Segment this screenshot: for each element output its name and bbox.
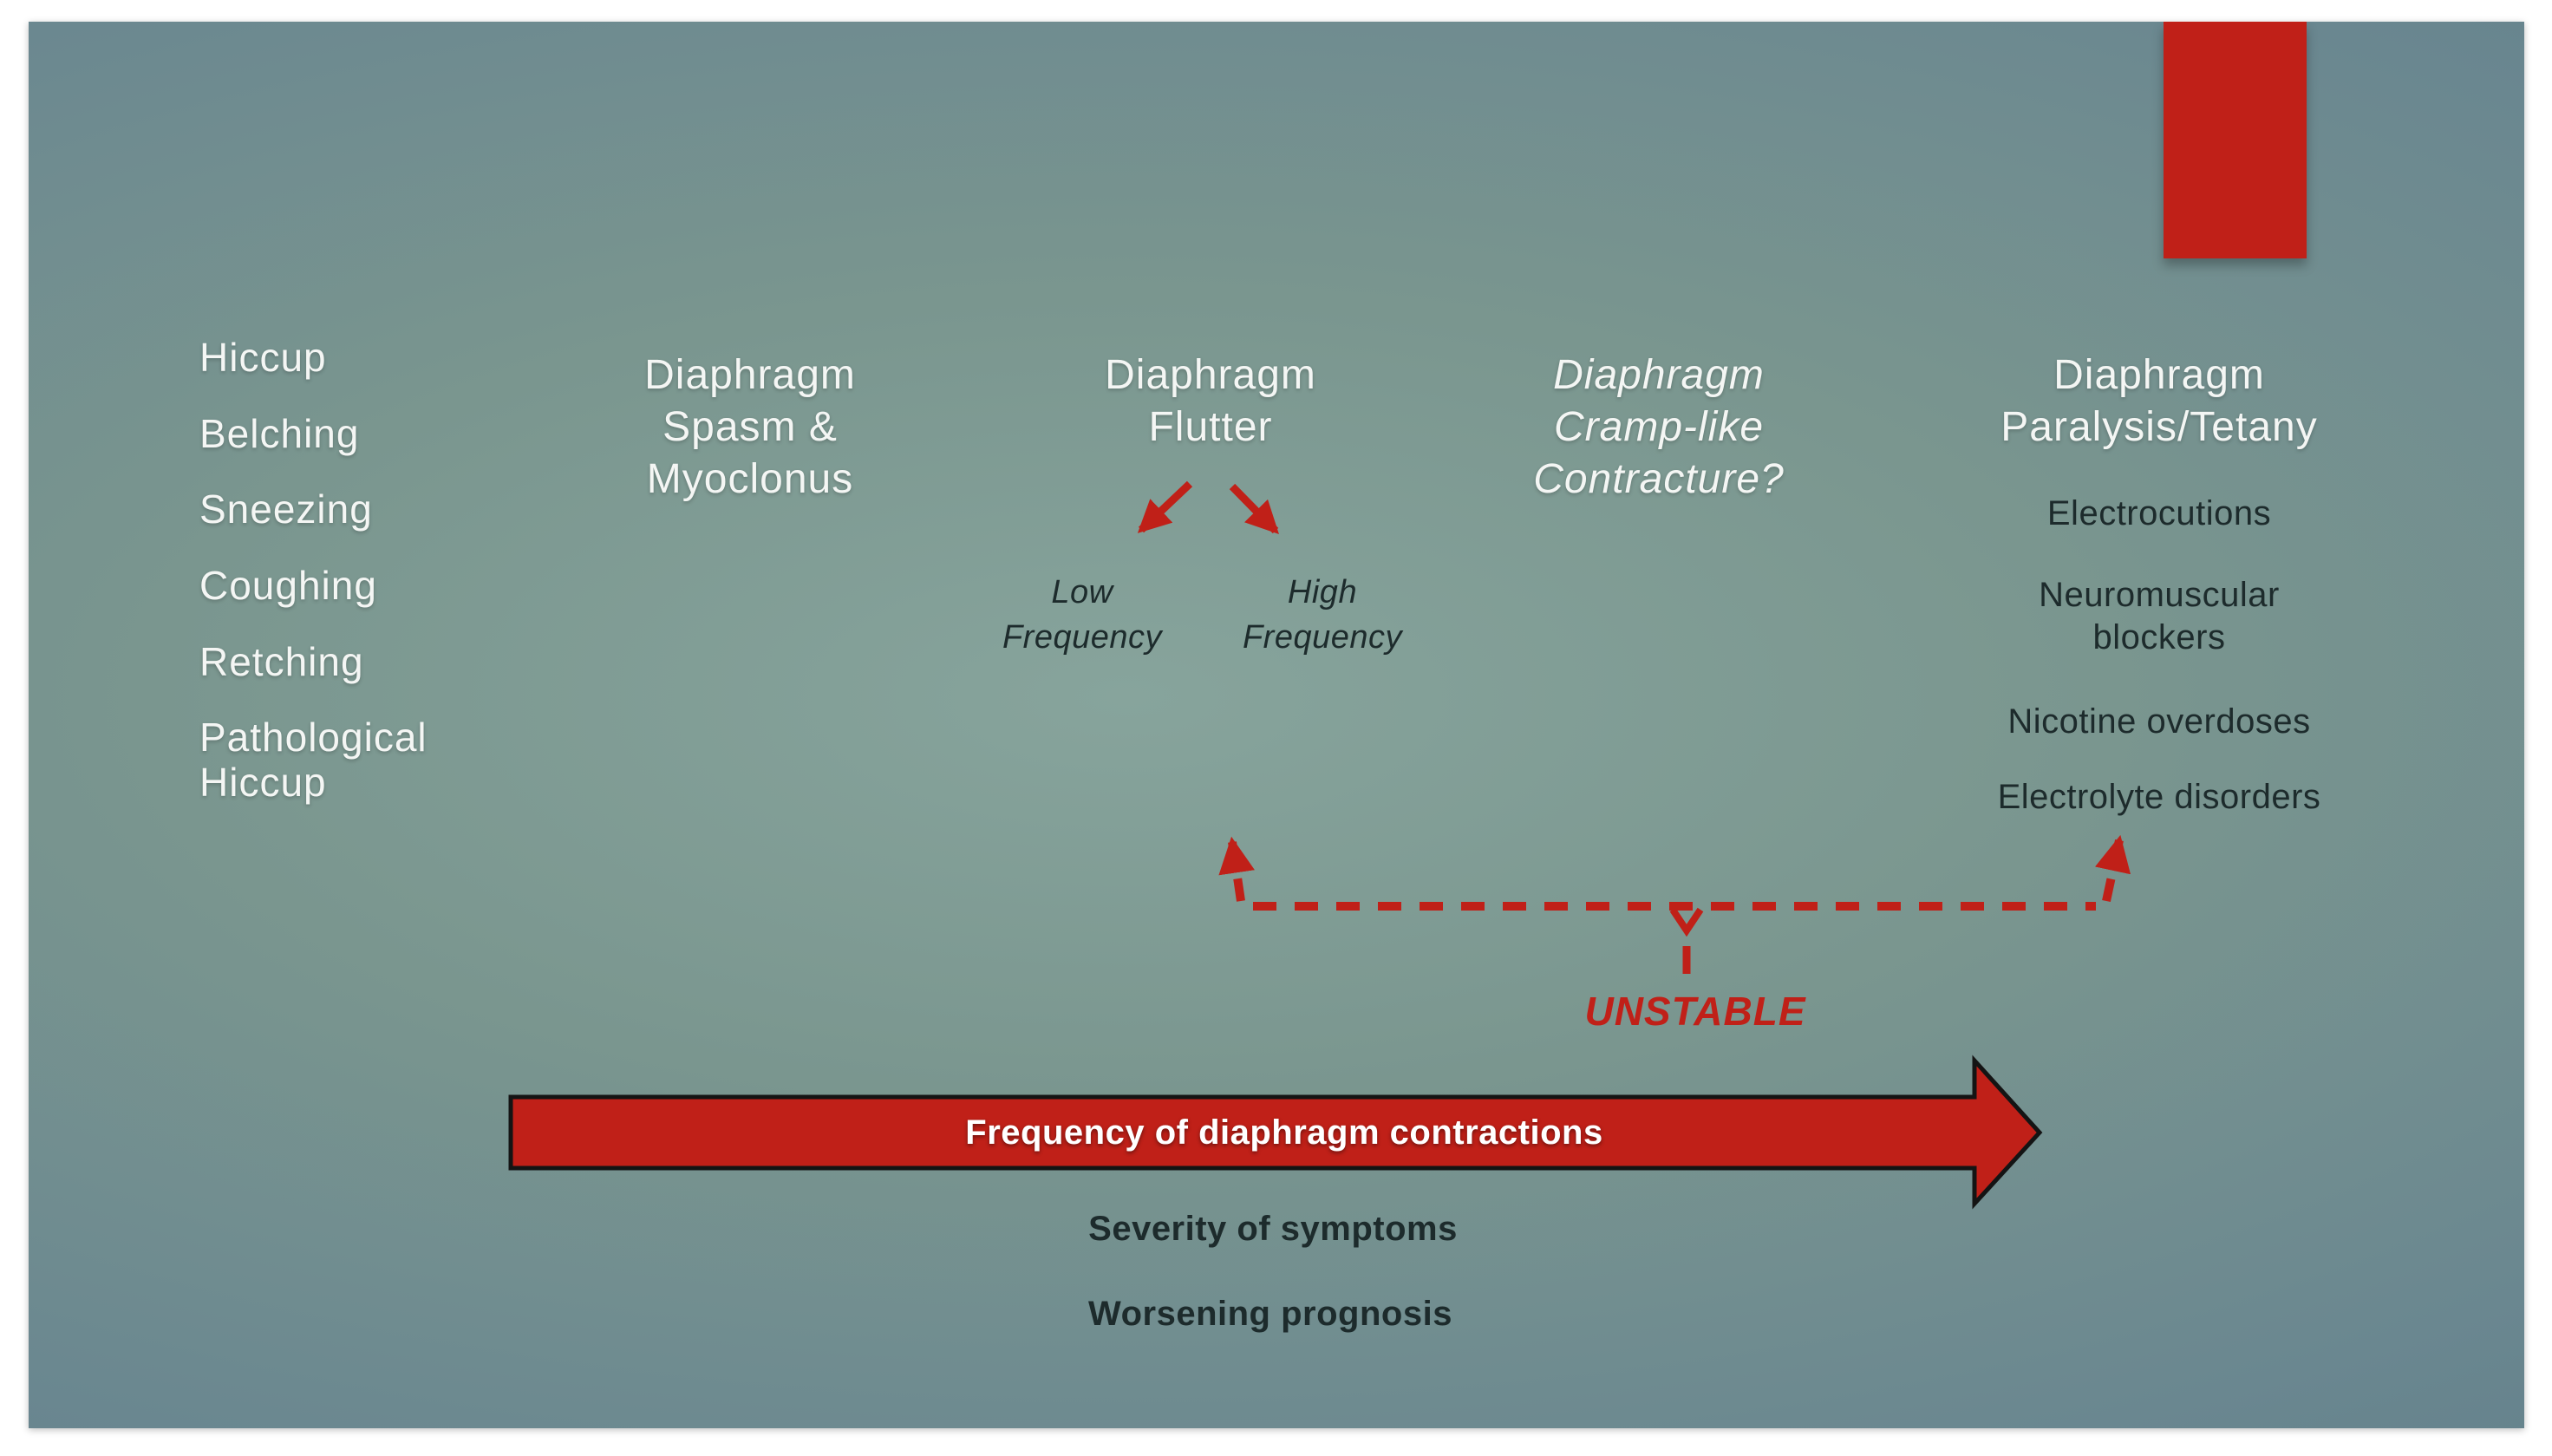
- low-frequency-line-1: Low: [1051, 574, 1113, 610]
- column-title-paralysis-tetany: Diaphragm Paralysis/Tetany: [1934, 349, 2385, 454]
- cramp-line-3: Contracture?: [1533, 456, 1785, 502]
- column-title-cramp-contracture: Diaphragm Cramp-like Contracture?: [1433, 349, 1884, 506]
- list-item-retching: Retching: [199, 639, 364, 684]
- flutter-line-1: Diaphragm: [1105, 352, 1316, 398]
- flutter-line-2: Flutter: [1148, 404, 1273, 450]
- cause-electrolyte-disorders: Electrolyte disorders: [1997, 778, 2321, 816]
- list-item-belching: Belching: [199, 411, 360, 456]
- spasm-line-2: Spasm &: [662, 404, 838, 450]
- cause-electrocutions: Electrocutions: [2046, 494, 2272, 532]
- frequency-arrow-label: Frequency of diaphragm contractions: [965, 1113, 1603, 1152]
- severity-label: Severity of symptoms: [1088, 1210, 1458, 1248]
- high-frequency-line-2: Frequency: [1242, 619, 1403, 656]
- spasm-line-3: Myoclonus: [646, 456, 854, 502]
- list-item-pathological-hiccup: Pathological Hiccup: [199, 715, 428, 805]
- label-low-frequency: Low Frequency: [952, 570, 1212, 660]
- spasm-line-1: Diaphragm: [644, 352, 856, 398]
- instability-arrow-left: [1218, 836, 1255, 902]
- unstable-label: UNSTABLE: [1584, 989, 1806, 1034]
- list-item-sneezing: Sneezing: [199, 486, 373, 532]
- cause-neuromuscular: Neuromuscular: [2039, 576, 2280, 614]
- flutter-arrow-left: [1137, 480, 1193, 533]
- cause-blockers: blockers: [2092, 618, 2226, 656]
- list-item-coughing: Coughing: [199, 563, 377, 608]
- prognosis-label: Worsening prognosis: [1088, 1295, 1452, 1333]
- unstable-pointer-arrowhead: [1669, 907, 1704, 937]
- label-high-frequency: High Frequency: [1192, 570, 1452, 660]
- instability-arrow-right: [2094, 834, 2131, 903]
- paralysis-line-1: Diaphragm: [2053, 352, 2265, 398]
- flutter-arrow-right: [1229, 483, 1279, 535]
- list-item-hiccup: Hiccup: [199, 335, 327, 380]
- frequency-axis-arrow: [508, 1054, 2043, 1210]
- paralysis-line-2: Paralysis/Tetany: [2000, 404, 2318, 450]
- column-title-spasm-myoclonus: Diaphragm Spasm & Myoclonus: [525, 349, 976, 506]
- high-frequency-line-1: High: [1287, 574, 1358, 610]
- cause-nicotine-overdoses: Nicotine overdoses: [2007, 702, 2311, 741]
- column-title-flutter: Diaphragm Flutter: [985, 349, 1436, 454]
- low-frequency-line-2: Frequency: [1002, 619, 1163, 656]
- red-accent-rectangle: [2164, 22, 2307, 258]
- cramp-line-1: Diaphragm: [1553, 352, 1765, 398]
- connector-overlay: [508, 480, 2131, 1210]
- slide-canvas: Hiccup Belching Sneezing Coughing Retchi…: [29, 22, 2524, 1428]
- cramp-line-2: Cramp-like: [1553, 404, 1765, 450]
